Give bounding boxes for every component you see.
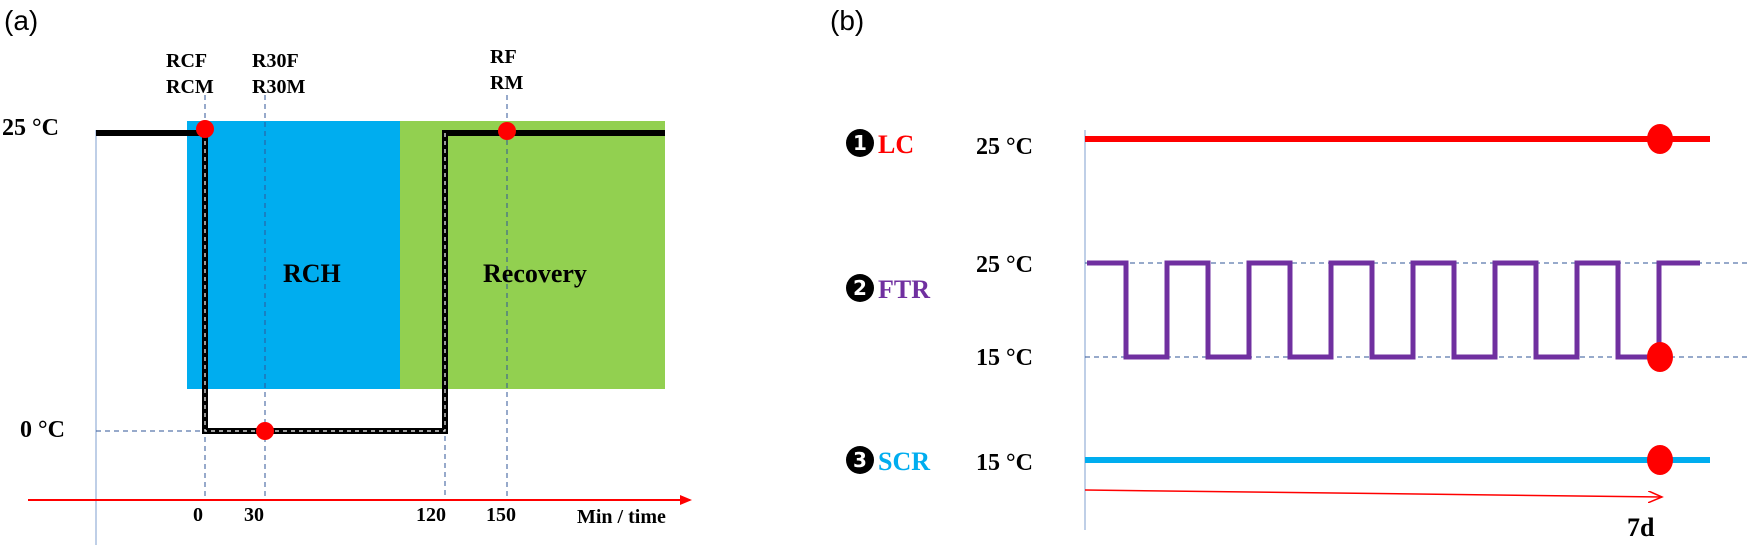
- ftr-low-temp-label: 15 °C: [976, 345, 1033, 371]
- panel-a-label: (a): [4, 5, 38, 36]
- temp-low-label: 0 °C: [20, 417, 65, 443]
- rch-region-label: RCH: [283, 259, 341, 288]
- tick-120: 120: [416, 504, 446, 526]
- ftr-high-temp-label: 25 °C: [976, 252, 1033, 278]
- tick-30: 30: [244, 504, 264, 526]
- duration-arrow: [1084, 489, 1662, 497]
- recovery-region: [400, 121, 665, 389]
- scr-temp-label: 15 °C: [976, 450, 1033, 476]
- badge-3-number: 3: [853, 448, 867, 472]
- badge-2-icon: [846, 274, 874, 302]
- lc-endpoint: [1647, 124, 1673, 154]
- condition-ftr-label: FTR: [878, 275, 930, 304]
- rch-region: [187, 121, 400, 389]
- sample-label-rcm: RCM: [166, 76, 214, 98]
- badge-2-number: 2: [853, 276, 867, 300]
- recovery-region-label: Recovery: [483, 259, 587, 288]
- profile-highlight: [204, 133, 446, 432]
- lc-temp-label: 25 °C: [976, 134, 1033, 160]
- sample-point-30: [256, 422, 274, 440]
- sample-label-rf: RF: [490, 46, 517, 68]
- temp-high-label: 25 °C: [2, 115, 59, 141]
- badge-3-icon: [846, 446, 874, 474]
- condition-scr-label: SCR: [878, 447, 930, 476]
- panel-b: (b) 1 LC 25 °C 2 FTR 25 °C 15 °C 3 SCR 1…: [830, 5, 1750, 542]
- tick-0: 0: [193, 504, 203, 526]
- scr-endpoint: [1647, 445, 1673, 475]
- tick-150: 150: [486, 504, 516, 526]
- ftr-cycle-line: [1087, 260, 1700, 360]
- sample-label-r30f: R30F: [252, 50, 299, 72]
- time-axis-label: Min / time: [577, 506, 666, 528]
- panel-b-label: (b): [830, 5, 864, 36]
- sample-label-rcf: RCF: [166, 50, 207, 72]
- panel-a: (a) 25 °C 0 °C RCF RCM R30F R30M RF RM R…: [2, 5, 692, 545]
- badge-1-icon: [846, 129, 874, 157]
- sample-label-r30m: R30M: [252, 76, 305, 98]
- sample-point-150: [498, 122, 516, 140]
- sample-label-rm: RM: [490, 72, 523, 94]
- condition-lc-label: LC: [878, 130, 914, 159]
- duration-label: 7d: [1627, 513, 1655, 542]
- badge-1-number: 1: [853, 131, 867, 155]
- sample-point-0: [196, 120, 214, 138]
- ftr-endpoint: [1647, 342, 1673, 372]
